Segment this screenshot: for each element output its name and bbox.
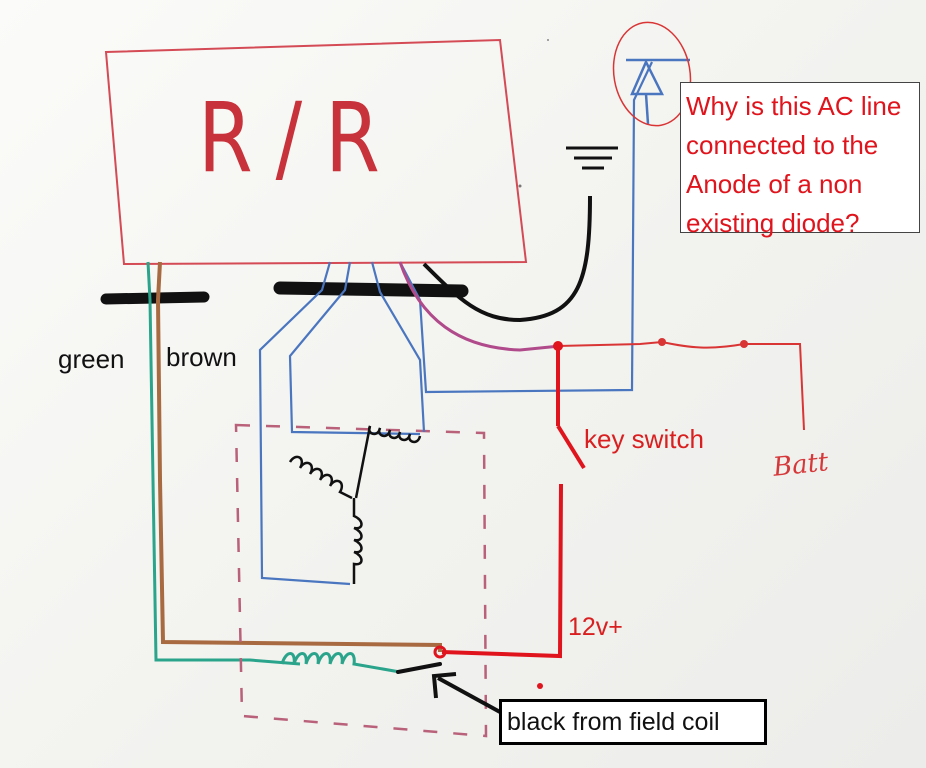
red-dot [537,683,543,689]
stator-dashed-box [234,423,488,738]
key-switch-lever [556,424,586,470]
key-switch-label: key switch [584,424,704,454]
regulator-rectifier-label: R/R [198,82,403,194]
board-speck [518,184,522,188]
diode-icon [612,21,692,127]
ac-wire-3 [370,261,426,433]
field-coil-junction [433,645,447,659]
voltage-label: 12v+ [568,613,623,641]
stator-coil-bottom [352,498,363,584]
green-wire [146,261,301,666]
battery-label: Batt [771,447,830,483]
ac-line-to-diode [399,61,653,394]
green-wire-label: green [58,344,125,374]
magenta-wire [398,261,561,352]
question-annotation: Why is this AC line connected to the Ano… [680,82,920,238]
arrow-icon [431,672,501,714]
left-connector-bar [100,291,210,305]
board-speck [547,39,549,41]
ground-wire [422,195,592,323]
battery-wire-junction-2 [740,340,748,348]
field-coil-annotation: black from field coil [499,699,767,745]
ac-wire-1 [258,261,351,586]
ac-wire-2 [288,261,421,436]
battery-wire-junction-1 [658,338,666,346]
main-connector-bar [273,281,469,298]
regulator-rectifier-box [104,38,528,266]
field-coil-winding [280,652,401,674]
key-switch-junction [553,341,563,351]
twelve-volt-lead [441,483,563,659]
ground-icon [566,146,618,170]
brown-wire-label: brown [166,342,237,372]
stator-coil-right [354,425,422,499]
black-field-wire [396,662,442,674]
stator-coil-left [288,455,353,500]
battery-wire [557,340,805,431]
